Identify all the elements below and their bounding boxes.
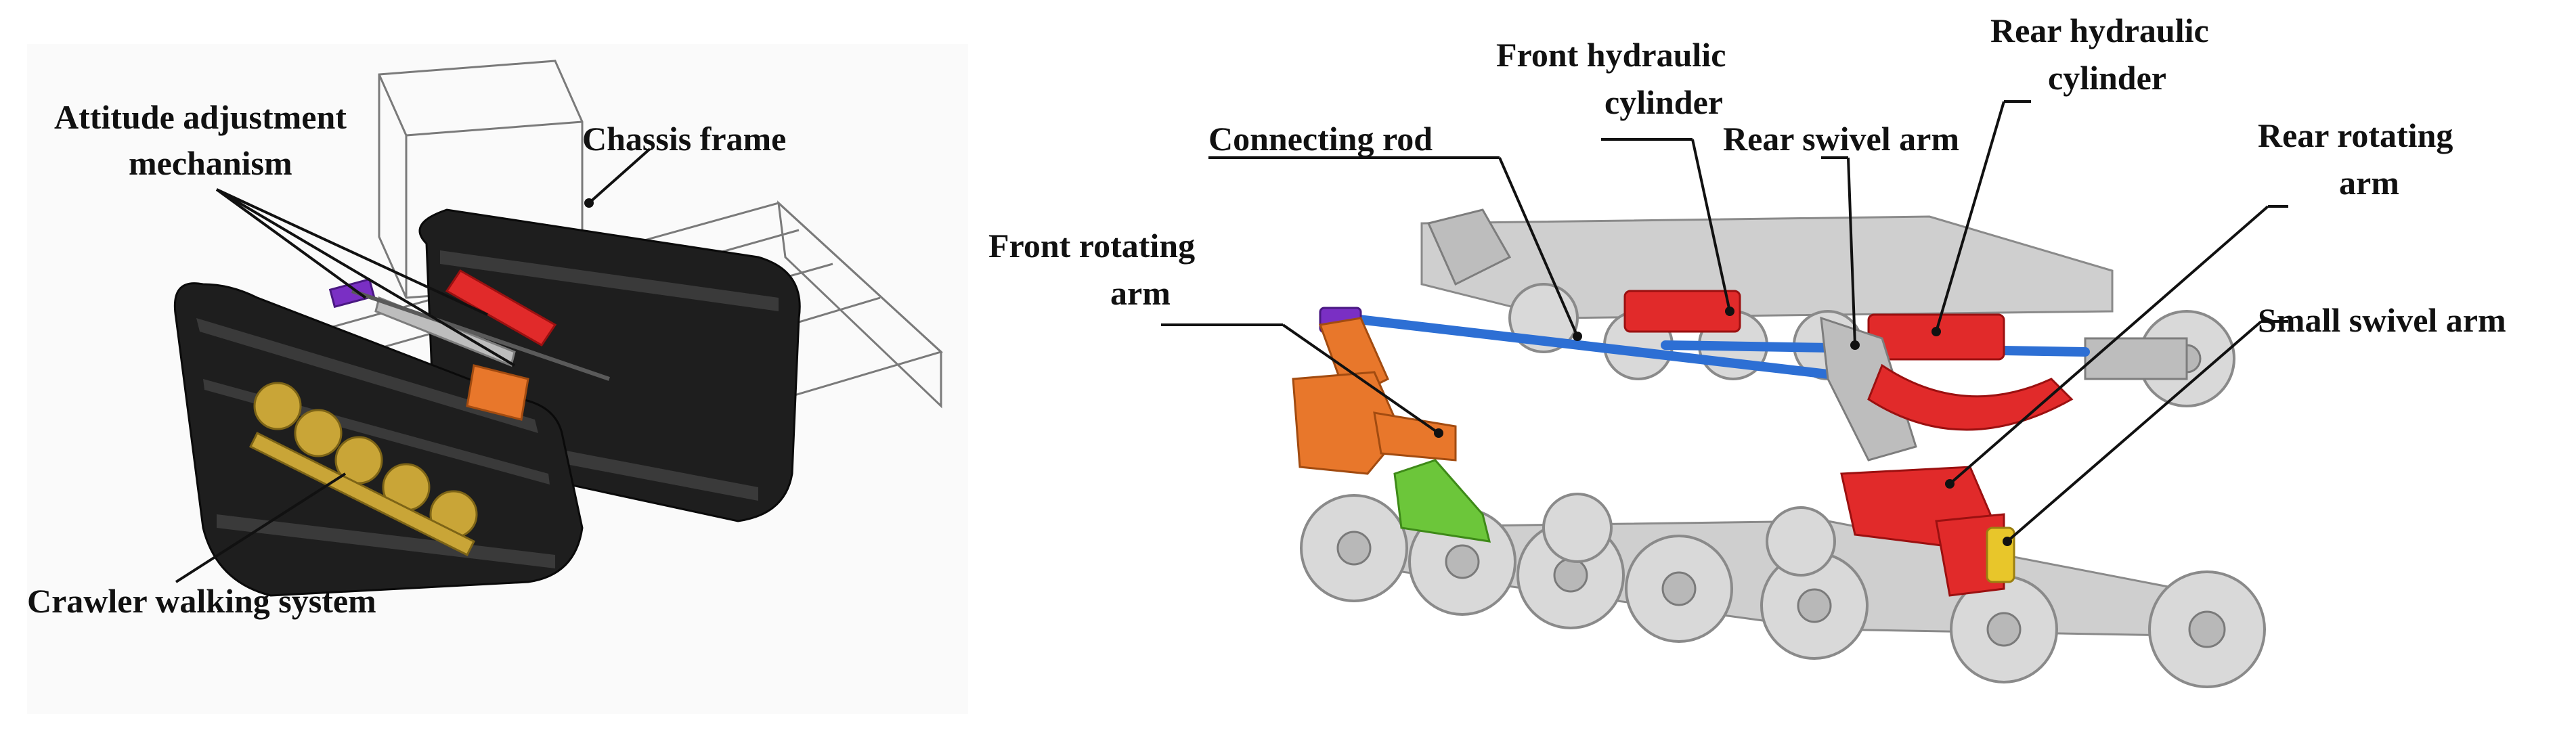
front-arm-mount: [1393, 459, 1491, 543]
label-attitude-line1: Attitude adjustment: [54, 98, 347, 136]
attitude-mechanism: [328, 269, 610, 421]
label-rear-swivel-arm: Rear swivel arm: [1723, 120, 1959, 158]
label-rear-hydraulic-line2: cylinder: [2048, 59, 2166, 97]
attitude-leaders: [215, 188, 516, 367]
label-small-swivel-arm: Small swivel arm: [2258, 301, 2506, 339]
label-front-hydraulic-line2: cylinder: [1604, 83, 1723, 121]
front-rotating-arm: [1292, 317, 1457, 475]
label-attitude-line2: mechanism: [129, 144, 292, 182]
label-crawler-walking-system: Crawler walking system: [27, 582, 376, 620]
rear-hydraulic-cylinder: [1867, 313, 2005, 361]
rear-swivel-arm: [1820, 316, 1917, 462]
right-render: Connecting rod Front hydraulic cylinder …: [988, 12, 2506, 688]
front-hydraulic-cylinder: [1623, 290, 1741, 333]
label-connecting-rod: Connecting rod: [1208, 120, 1433, 158]
lower-frame: [1300, 493, 2266, 688]
label-chassis-frame: Chassis frame: [582, 120, 786, 158]
crawler-bogies: [248, 382, 478, 557]
label-rear-rotating-line2: arm: [2339, 164, 2399, 202]
label-rear-rotating-line1: Rear rotating: [2258, 116, 2453, 154]
label-front-hydraulic-line1: Front hydraulic: [1496, 36, 1726, 74]
right-leaders: [1161, 100, 2288, 546]
left-render: Attitude adjustment mechanism Chassis fr…: [27, 44, 968, 714]
label-front-rotating-line1: Front rotating: [988, 227, 1195, 265]
crawler-leader: [175, 472, 347, 583]
label-front-rotating-line2: arm: [1110, 274, 1171, 312]
small-swivel-arm: [1986, 526, 2015, 583]
chassis-leader: [588, 148, 651, 204]
rear-swivel-link: [1867, 363, 2074, 431]
chassis-leader-dot: [584, 198, 594, 208]
label-rear-hydraulic-line1: Rear hydraulic: [1990, 12, 2209, 49]
